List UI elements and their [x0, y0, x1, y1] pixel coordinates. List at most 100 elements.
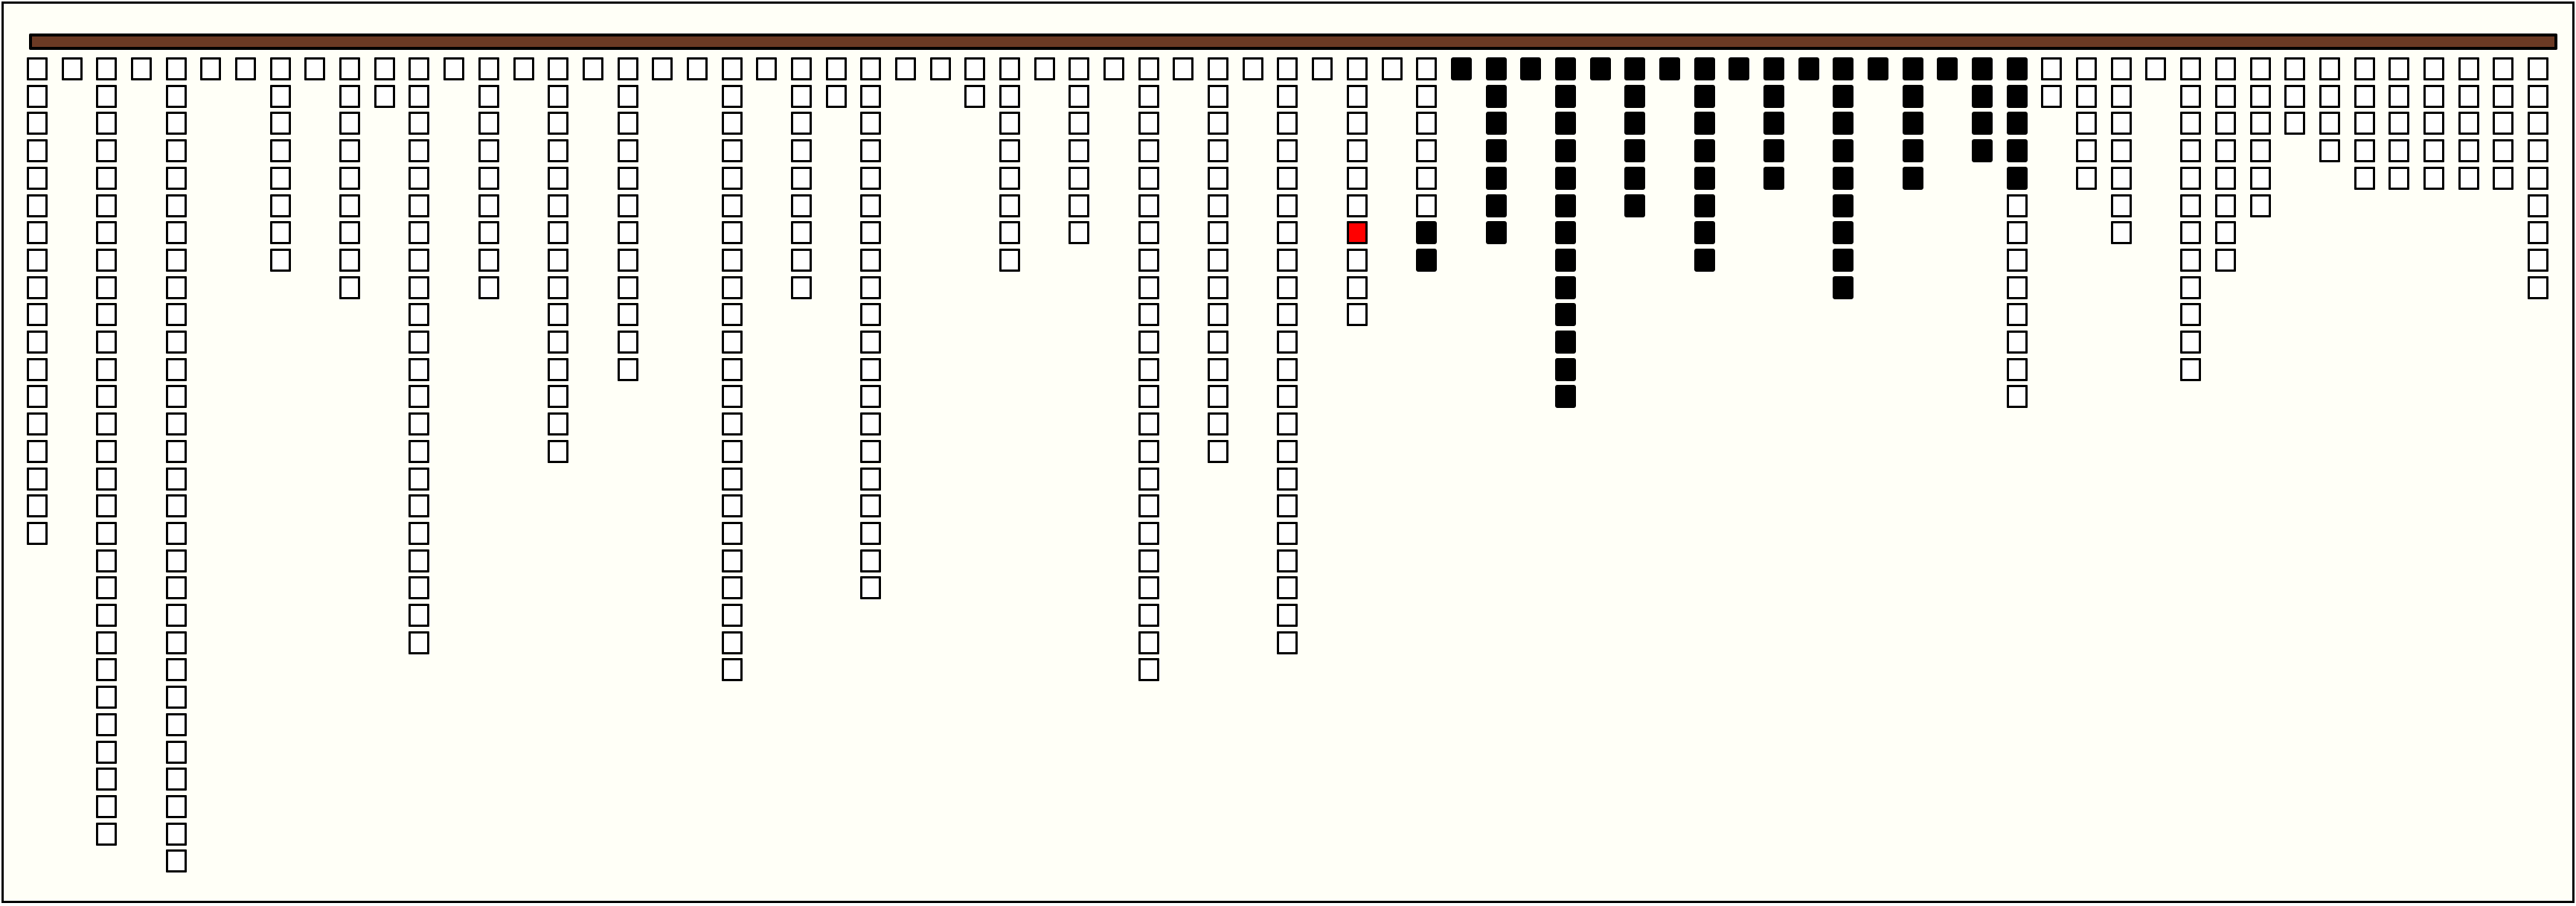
empty-cell[interactable] [1208, 139, 1228, 162]
empty-cell[interactable] [1208, 331, 1228, 354]
empty-cell[interactable] [408, 167, 429, 190]
empty-cell[interactable] [1208, 85, 1228, 108]
empty-cell[interactable] [826, 57, 847, 80]
empty-cell[interactable] [166, 221, 187, 244]
empty-cell[interactable] [1277, 85, 1298, 108]
empty-cell[interactable] [618, 303, 638, 326]
empty-cell[interactable] [791, 139, 812, 162]
empty-cell[interactable] [166, 576, 187, 599]
empty-cell[interactable] [166, 194, 187, 217]
filled-cell[interactable] [1555, 276, 1576, 299]
empty-cell[interactable] [860, 576, 881, 599]
empty-cell[interactable] [2319, 112, 2340, 135]
empty-cell[interactable] [270, 167, 291, 190]
empty-cell[interactable] [2007, 249, 2028, 272]
empty-cell[interactable] [27, 194, 48, 217]
empty-cell[interactable] [548, 412, 568, 436]
empty-cell[interactable] [722, 494, 743, 517]
empty-cell[interactable] [27, 139, 48, 162]
empty-cell[interactable] [2215, 112, 2236, 135]
empty-cell[interactable] [1208, 303, 1228, 326]
empty-cell[interactable] [96, 139, 117, 162]
empty-cell[interactable] [166, 303, 187, 326]
empty-cell[interactable] [478, 167, 499, 190]
empty-cell[interactable] [166, 686, 187, 709]
filled-cell[interactable] [1763, 57, 1784, 80]
empty-cell[interactable] [27, 303, 48, 326]
empty-cell[interactable] [2250, 139, 2271, 162]
empty-cell[interactable] [1208, 358, 1228, 381]
filled-cell[interactable] [2007, 167, 2028, 190]
empty-cell[interactable] [2493, 85, 2513, 108]
empty-cell[interactable] [1138, 112, 1159, 135]
empty-cell[interactable] [1277, 412, 1298, 436]
empty-cell[interactable] [652, 57, 673, 80]
empty-cell[interactable] [1208, 412, 1228, 436]
empty-cell[interactable] [722, 440, 743, 463]
filled-cell[interactable] [1903, 139, 1923, 162]
empty-cell[interactable] [96, 85, 117, 108]
empty-cell[interactable] [96, 576, 117, 599]
empty-cell[interactable] [2528, 57, 2548, 80]
empty-cell[interactable] [2388, 85, 2409, 108]
empty-cell[interactable] [860, 331, 881, 354]
empty-cell[interactable] [1208, 249, 1228, 272]
empty-cell[interactable] [791, 276, 812, 299]
filled-cell[interactable] [1555, 194, 1576, 217]
empty-cell[interactable] [2388, 139, 2409, 162]
empty-cell[interactable] [1103, 57, 1124, 80]
filled-cell[interactable] [1555, 358, 1576, 381]
empty-cell[interactable] [1277, 468, 1298, 491]
empty-cell[interactable] [96, 57, 117, 80]
empty-cell[interactable] [166, 549, 187, 572]
empty-cell[interactable] [1208, 194, 1228, 217]
filled-cell[interactable] [1972, 85, 1993, 108]
empty-cell[interactable] [96, 549, 117, 572]
empty-cell[interactable] [27, 468, 48, 491]
filled-cell[interactable] [1555, 303, 1576, 326]
empty-cell[interactable] [722, 331, 743, 354]
empty-cell[interactable] [408, 494, 429, 517]
empty-cell[interactable] [2215, 57, 2236, 80]
empty-cell[interactable] [2354, 112, 2375, 135]
filled-cell[interactable] [1555, 167, 1576, 190]
empty-cell[interactable] [166, 249, 187, 272]
empty-cell[interactable] [374, 57, 395, 80]
filled-cell[interactable] [1833, 276, 1853, 299]
filled-cell[interactable] [1555, 249, 1576, 272]
highlighted-cell[interactable] [1347, 221, 1368, 244]
filled-cell[interactable] [1903, 112, 1923, 135]
empty-cell[interactable] [1312, 57, 1333, 80]
empty-cell[interactable] [2528, 85, 2548, 108]
empty-cell[interactable] [2180, 139, 2201, 162]
empty-cell[interactable] [2007, 331, 2028, 354]
empty-cell[interactable] [270, 139, 291, 162]
empty-cell[interactable] [548, 139, 568, 162]
empty-cell[interactable] [548, 57, 568, 80]
empty-cell[interactable] [408, 468, 429, 491]
empty-cell[interactable] [2007, 221, 2028, 244]
empty-cell[interactable] [2250, 167, 2271, 190]
empty-cell[interactable] [860, 194, 881, 217]
empty-cell[interactable] [722, 412, 743, 436]
empty-cell[interactable] [96, 249, 117, 272]
empty-cell[interactable] [96, 221, 117, 244]
empty-cell[interactable] [131, 57, 152, 80]
empty-cell[interactable] [166, 358, 187, 381]
empty-cell[interactable] [722, 139, 743, 162]
empty-cell[interactable] [1347, 194, 1368, 217]
empty-cell[interactable] [96, 194, 117, 217]
filled-cell[interactable] [1763, 167, 1784, 190]
empty-cell[interactable] [1208, 385, 1228, 408]
filled-cell[interactable] [1833, 221, 1853, 244]
empty-cell[interactable] [687, 57, 708, 80]
empty-cell[interactable] [27, 57, 48, 80]
empty-cell[interactable] [1277, 194, 1298, 217]
empty-cell[interactable] [96, 631, 117, 654]
empty-cell[interactable] [791, 249, 812, 272]
empty-cell[interactable] [791, 194, 812, 217]
filled-cell[interactable] [1486, 85, 1507, 108]
empty-cell[interactable] [2284, 85, 2305, 108]
filled-cell[interactable] [1624, 194, 1645, 217]
empty-cell[interactable] [408, 221, 429, 244]
